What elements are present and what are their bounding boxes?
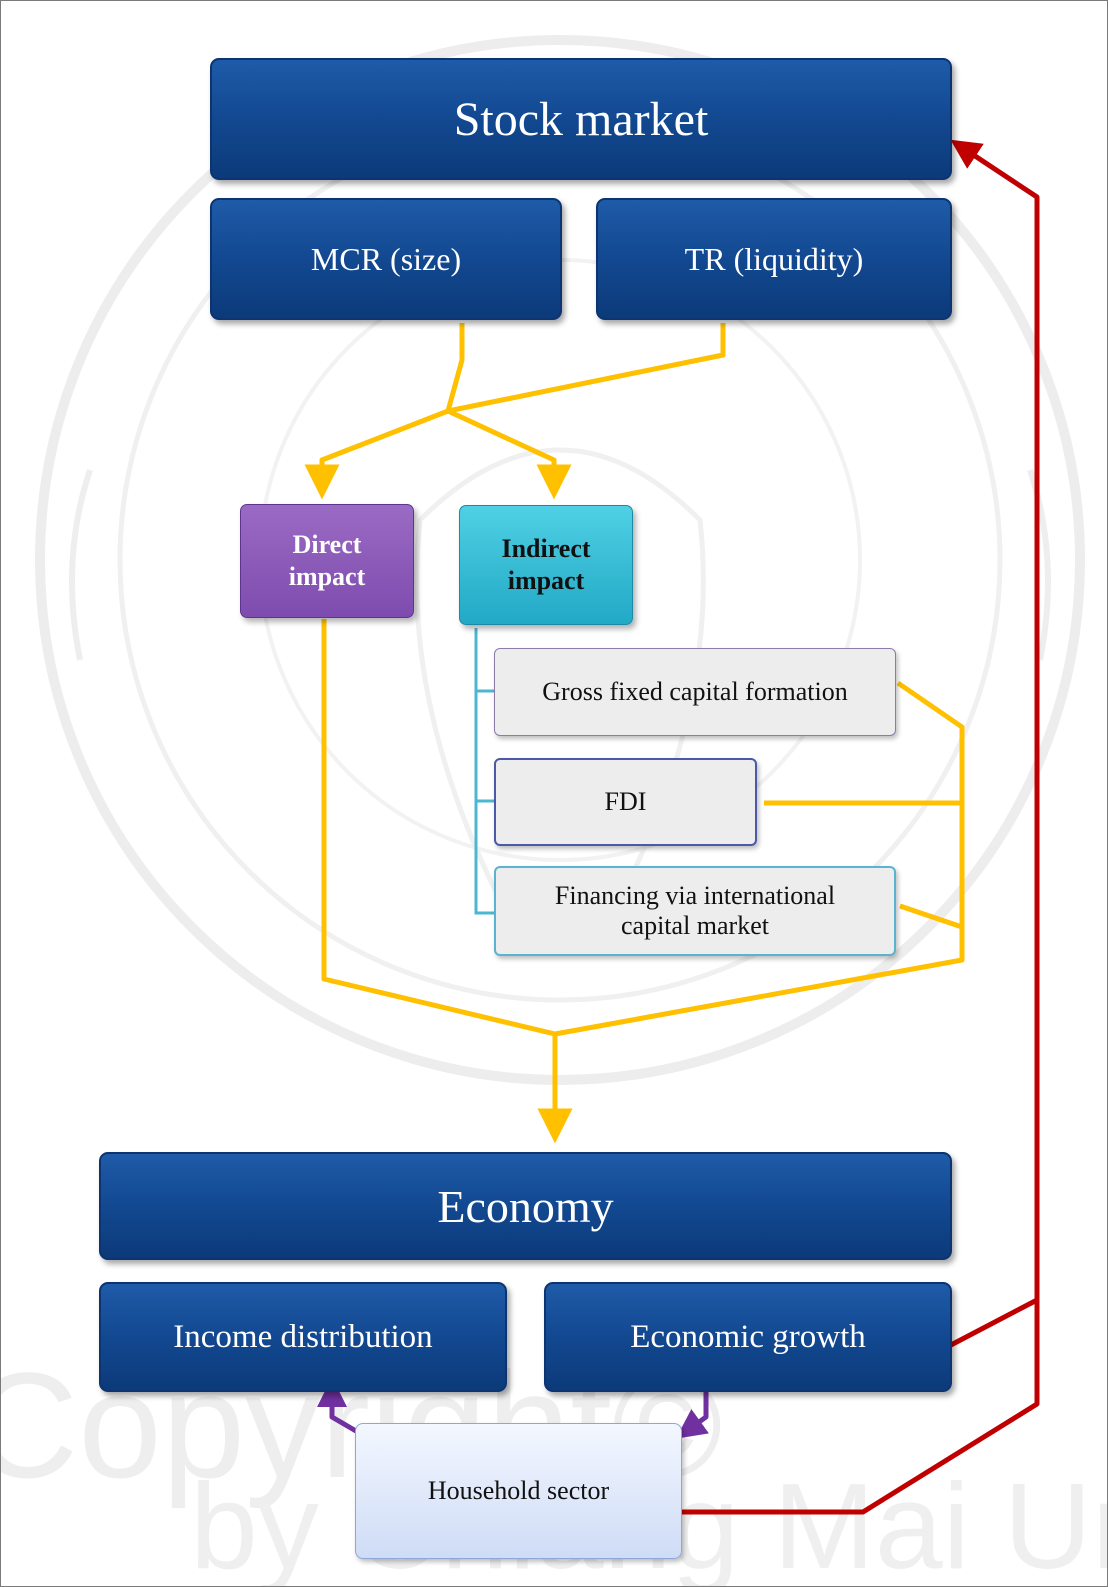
arrow-to-indirect — [446, 408, 572, 500]
direct-impact-label: Direct impact — [288, 530, 366, 591]
yellow-arrow-group — [304, 323, 965, 1144]
financing-connector — [899, 903, 963, 930]
fdi-label: FDI — [604, 787, 647, 816]
household-sector-label: Household sector — [427, 1476, 610, 1505]
indirect-impact-label: Indirect impact — [501, 534, 591, 595]
gfcf-connector — [554, 680, 965, 1037]
mcr-connector — [445, 323, 465, 412]
arrow-to-direct — [304, 408, 449, 500]
red-feedback-arrows — [681, 139, 1040, 1515]
financing-box: Financing via international capital mark… — [494, 866, 896, 956]
fdi-box: FDI — [494, 758, 757, 846]
direct-impact-box: Direct impact — [240, 504, 414, 618]
financing-label: Financing via international capital mark… — [554, 881, 836, 940]
stock-market-box: Stock market — [210, 58, 952, 180]
household-to-income-arrow — [317, 1377, 358, 1434]
income-distribution-label: Income distribution — [173, 1318, 433, 1355]
economic-growth-box: Economic growth — [544, 1282, 952, 1392]
stock-market-label: Stock market — [453, 92, 709, 146]
economy-box: Economy — [99, 1152, 952, 1260]
economy-label: Economy — [437, 1180, 614, 1232]
household-to-loop-line — [681, 1300, 1040, 1515]
growth-to-household-arrow — [675, 1392, 709, 1439]
economic-growth-label: Economic growth — [630, 1318, 866, 1355]
purple-arrows — [317, 1377, 709, 1439]
household-sector-box: Household sector — [355, 1423, 682, 1559]
teal-branch-lines — [474, 628, 498, 915]
gfcf-box: Gross fixed capital formation — [494, 648, 896, 736]
tr-box: TR (liquidity) — [596, 198, 952, 320]
direct-to-merge — [321, 619, 556, 1037]
gfcf-label: Gross fixed capital formation — [542, 677, 848, 706]
income-distribution-box: Income distribution — [99, 1282, 507, 1392]
tr-connector — [447, 323, 726, 414]
indirect-impact-box: Indirect impact — [459, 505, 633, 625]
tr-label: TR (liquidity) — [684, 240, 864, 277]
mcr-box: MCR (size) — [210, 198, 562, 320]
growth-to-stock-arrow — [947, 139, 1040, 1349]
mcr-label: MCR (size) — [310, 240, 462, 277]
